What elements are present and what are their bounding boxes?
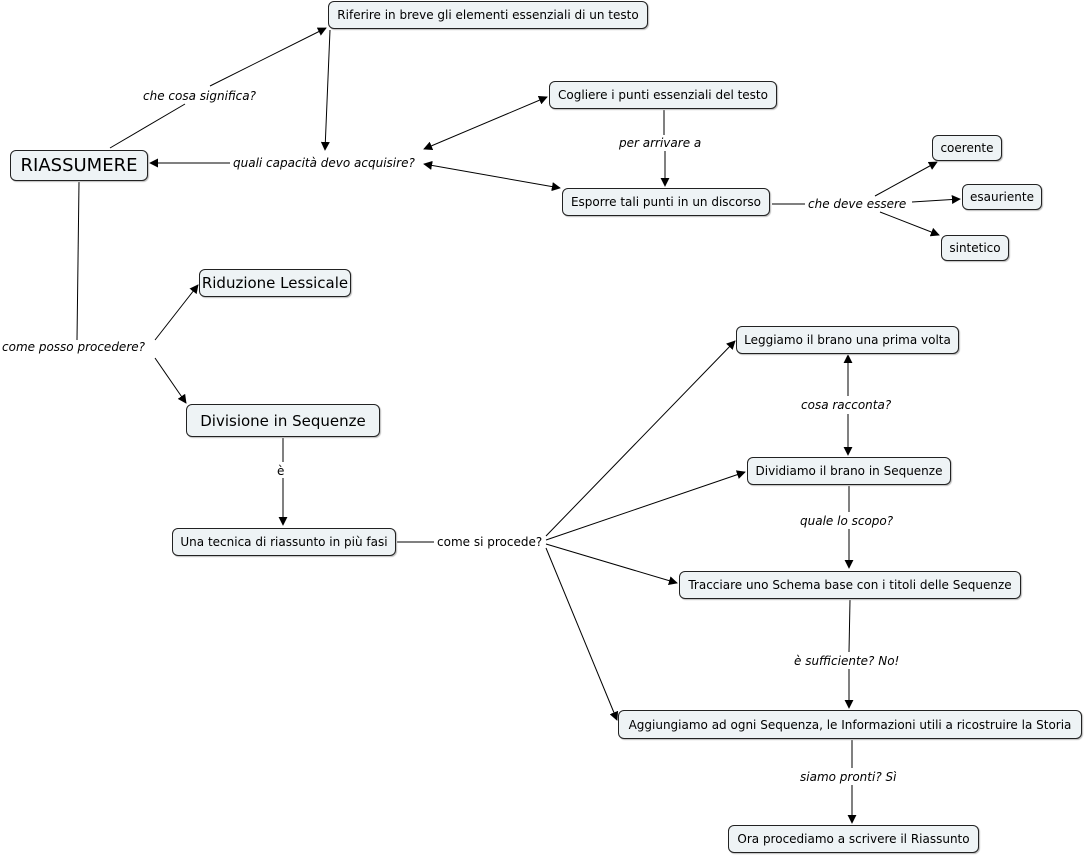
link-label-quale-lo-scopo: quale lo scopo? [800, 514, 894, 528]
link-label-e-sufficiente: è sufficiente? No! [794, 654, 900, 668]
link-label-siamo-pronti: siamo pronti? Sì [800, 770, 897, 784]
link-label-come-si-procede: come si procede? [437, 535, 543, 549]
link-label-come-posso-procedere: come posso procedere? [2, 340, 146, 354]
node-tracciare: Tracciare uno Schema base con i titoli d… [679, 571, 1021, 599]
link-label-per-arrivare: per arrivare a [619, 136, 702, 150]
link-label-cosa-racconta: cosa racconta? [801, 398, 892, 412]
edge-come-posso-divisione [154, 357, 187, 404]
edge-riassumere-che-cosa [109, 103, 186, 149]
node-cogliere: Cogliere i punti essenziali del testo [549, 81, 777, 109]
edge-che-cosa-riferire [209, 27, 327, 87]
edge-come-posso-riduzione [154, 284, 199, 341]
edge-quali-esporre [423, 160, 561, 192]
node-dividiamo: Dividiamo il brano in Sequenze [747, 457, 951, 485]
edge-quali-cogliere [423, 96, 548, 150]
node-coerente: coerente [932, 135, 1002, 161]
edge-come-si-leggiamo [545, 340, 736, 537]
node-riassumere: RIASSUMERE [10, 150, 148, 181]
link-label-e: è [277, 464, 285, 478]
edge-che-deve-sintetico [879, 211, 940, 237]
edge-come-si-aggiungiamo [545, 547, 619, 721]
edge-riferire-quali [320, 29, 331, 151]
link-label-quali-capacita: quali capacità devo acquisire? [233, 156, 415, 170]
node-ora-procediamo: Ora procediamo a scrivere il Riassunto [728, 825, 979, 853]
node-aggiungiamo: Aggiungiamo ad ogni Sequenza, le Informa… [618, 710, 1082, 739]
node-esauriente: esauriente [962, 184, 1042, 210]
edge-riassumere-come-posso [76, 181, 80, 341]
node-tecnica-riassunto: Una tecnica di riassunto in più fasi [172, 528, 396, 556]
node-esporre: Esporre tali punti in un discorso [562, 188, 770, 216]
node-sintetico: sintetico [941, 235, 1009, 261]
edge-che-deve-coerente [874, 161, 938, 197]
node-riduzione-lessicale: Riduzione Lessicale [199, 269, 351, 297]
node-divisione-sequenze: Divisione in Sequenze [186, 404, 380, 437]
edge-che-deve-esauriente [911, 195, 961, 204]
node-leggiamo: Leggiamo il brano una prima volta [736, 326, 959, 354]
link-label-che-deve-essere: che deve essere [808, 197, 907, 211]
edge-tracciare-sufficiente [848, 599, 851, 653]
edge-come-si-tracciare [545, 543, 678, 586]
link-label-che-cosa-significa: che cosa significa? [143, 89, 256, 103]
node-riferire: Riferire in breve gli elementi essenzial… [328, 1, 648, 29]
edge-come-si-dividiamo [545, 470, 746, 541]
